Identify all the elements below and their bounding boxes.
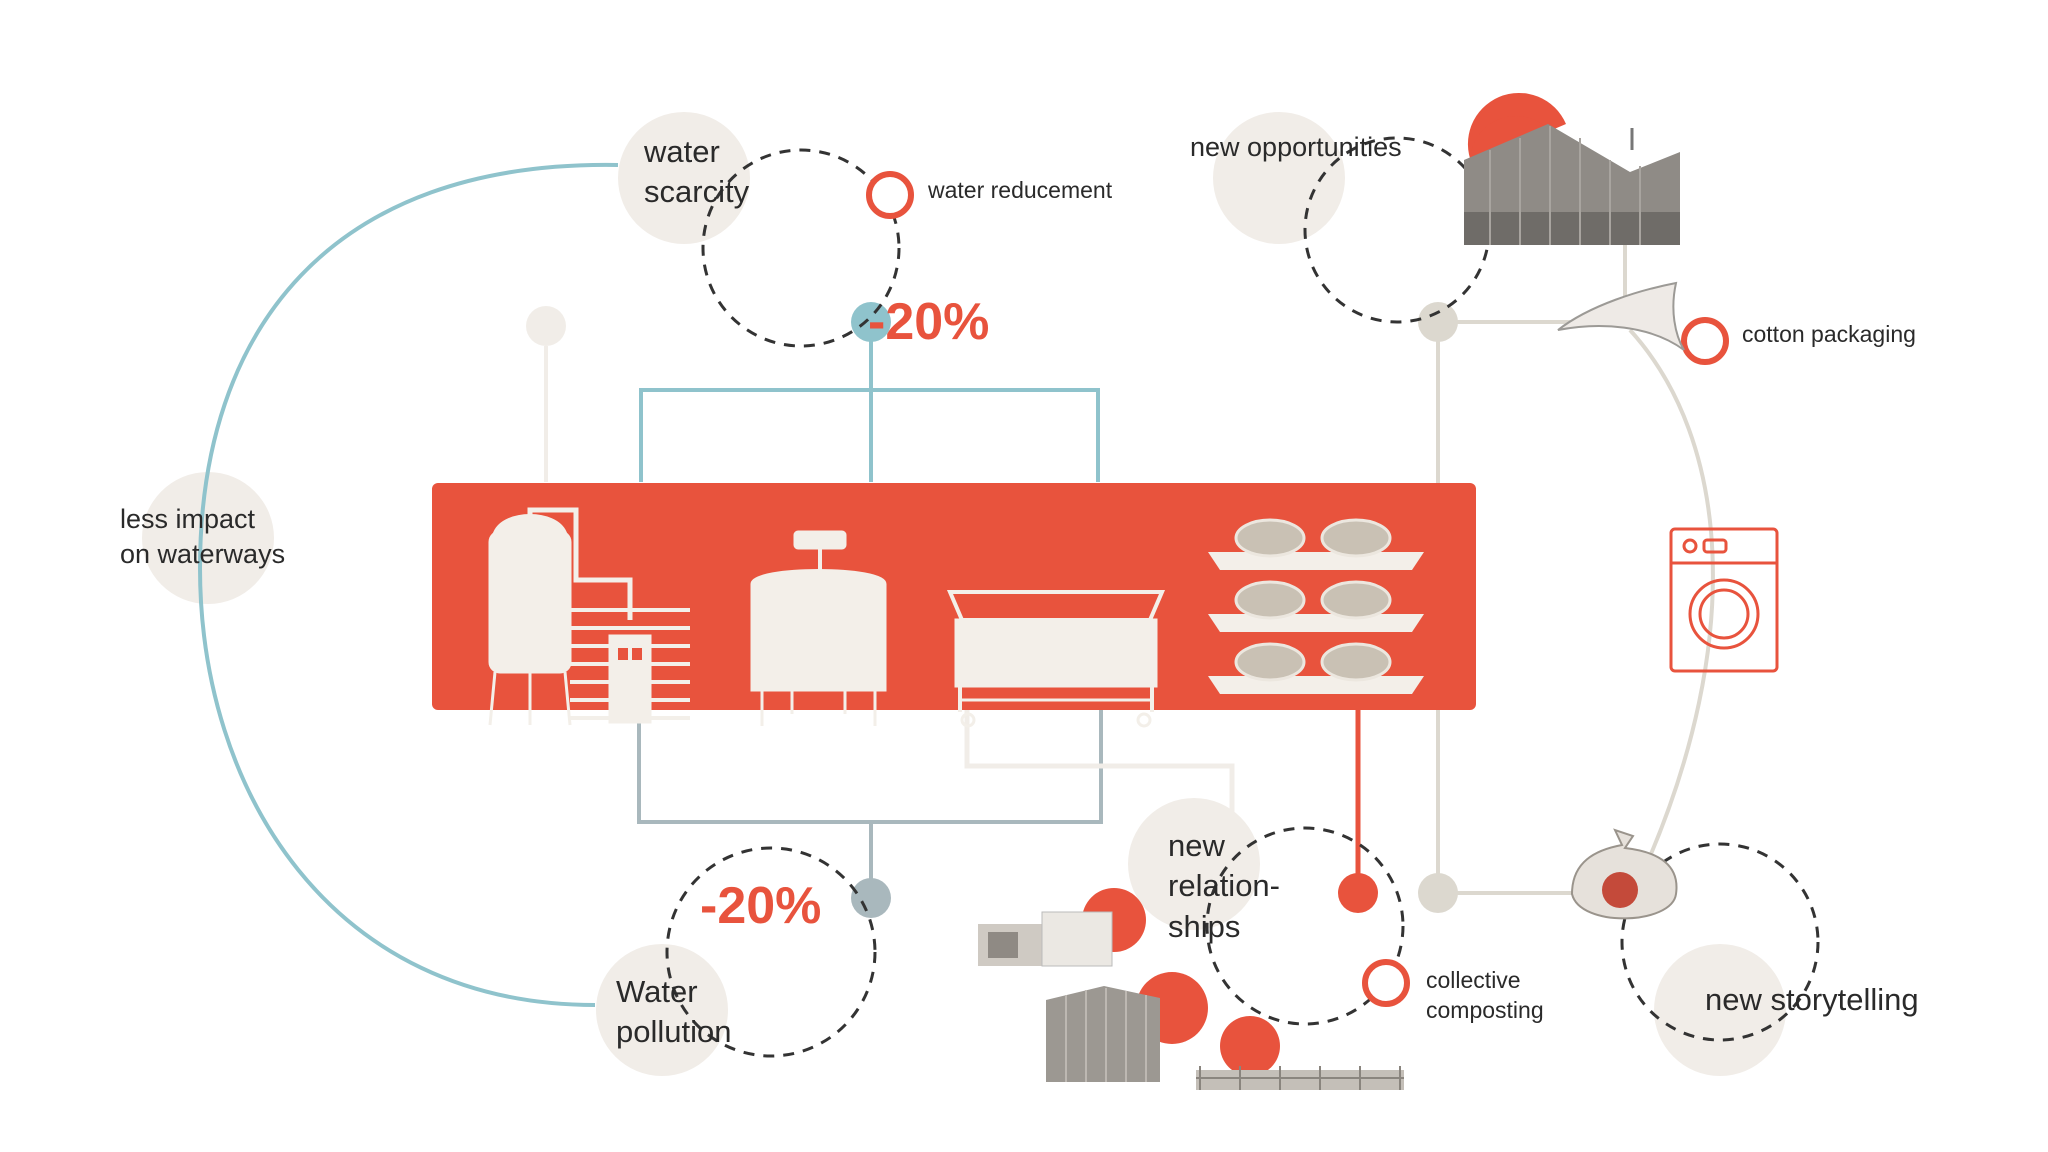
bubble-water-pollution — [596, 944, 728, 1076]
bubble-water-scarcity — [618, 112, 750, 244]
orange-node — [1338, 873, 1378, 913]
ring-cotton-packaging — [1681, 317, 1729, 365]
label-collective-composting: collective composting — [1426, 967, 1544, 1023]
teal-node — [851, 302, 891, 342]
small-dot-left — [526, 306, 566, 346]
label-new-storytelling: new storytelling — [1705, 982, 1919, 1017]
percentage-top: -20% — [868, 293, 990, 351]
dashed-cycle-new-relationships — [1205, 826, 1405, 1026]
dashed-cycle-water-scarcity — [701, 148, 901, 348]
beige-node-top — [1418, 302, 1458, 342]
cheese-vat-icon — [750, 530, 887, 726]
cheese-shelves-icon — [1208, 518, 1424, 694]
grey-node — [851, 878, 891, 918]
draining-table-icon — [946, 590, 1166, 728]
cotton-cloth-icon — [1557, 281, 1685, 351]
label-water-scarcity: water scarcity — [644, 134, 750, 210]
ring-water-reducement — [866, 171, 914, 219]
label-cotton-packaging: cotton packaging — [1742, 321, 1916, 347]
washing-machine-icon — [1669, 527, 1779, 673]
bubble-less-impact — [142, 472, 274, 604]
label-water-pollution: Water pollution — [616, 974, 732, 1050]
dashed-cycle-new-storytelling — [1620, 842, 1820, 1042]
cotton-sack-icon — [1570, 828, 1678, 920]
barn-photo — [1046, 972, 1208, 1082]
dashed-cycle-new-opportunities — [1303, 136, 1491, 324]
label-less-impact: less impact on waterways — [120, 504, 286, 570]
label-new-opportunities: new opportunities — [1190, 132, 1402, 162]
label-new-relationships: new relation- ships — [1168, 828, 1280, 944]
percentage-bottom: -20% — [700, 877, 822, 935]
label-water-reducement: water reducement — [928, 177, 1113, 203]
beige-pipe — [964, 708, 1235, 830]
warehouse-small-photo — [978, 888, 1146, 967]
fence-photo — [1196, 1016, 1404, 1090]
bubble-new-relationships — [1128, 798, 1260, 930]
bubble-new-opportunities — [1213, 112, 1345, 244]
warehouse-photo — [1464, 92, 1680, 245]
storage-tank-icon — [488, 507, 690, 726]
bubble-new-storytelling — [1654, 944, 1786, 1076]
beige-right-arc — [1628, 328, 1715, 869]
beige-node-bottom — [1418, 873, 1458, 913]
ring-collective-composting — [1362, 959, 1410, 1007]
teal-arc — [197, 162, 619, 1007]
dashed-cycle-water-pollution — [665, 846, 877, 1058]
